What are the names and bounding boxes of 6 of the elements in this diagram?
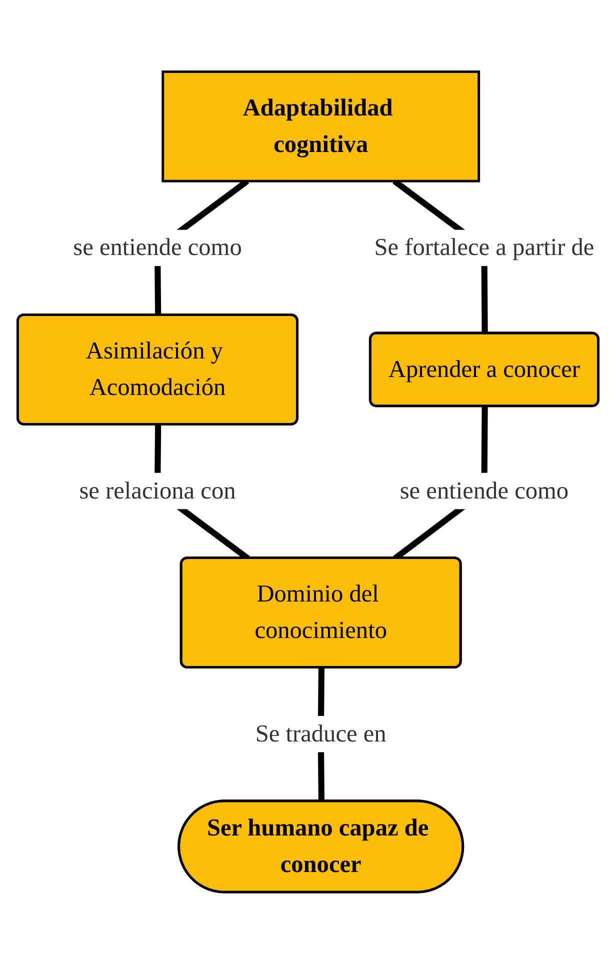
edge-label: Se traduce en <box>255 720 386 748</box>
edge-label: se entiende como <box>73 234 242 261</box>
node-box: Adaptabilidad cognitiva <box>162 70 480 182</box>
edge-label: se entiende como <box>400 477 569 504</box>
edge-label: se relaciona con <box>79 477 236 504</box>
edge-label: Se fortalece a partir de <box>374 234 594 261</box>
